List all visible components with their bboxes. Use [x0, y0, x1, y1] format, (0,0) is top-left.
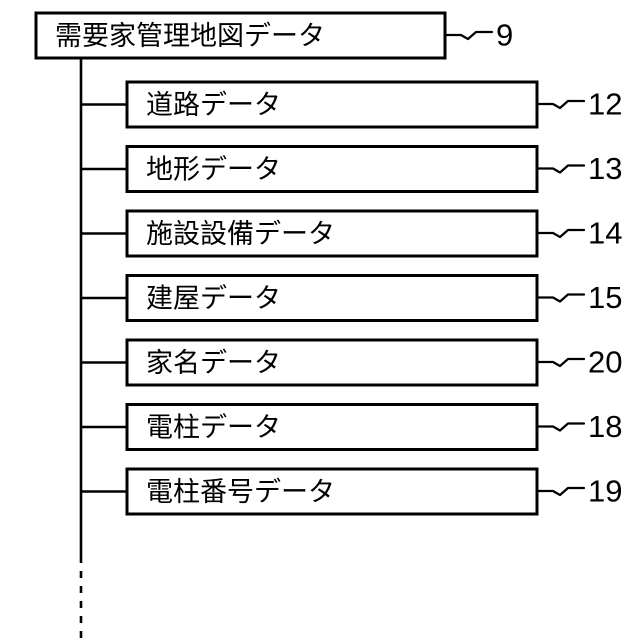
child-box-2 — [125, 145, 539, 193]
child-box-3-label: 施設設備データ — [146, 219, 335, 250]
child-ref-1: 12 — [588, 87, 622, 122]
child-box-4 — [125, 274, 539, 322]
root-leader-line — [443, 30, 494, 41]
child-box-1-label: 道路データ — [146, 90, 281, 121]
child-leader-3 — [535, 228, 586, 239]
child-leader-4 — [535, 293, 586, 303]
root-box-label: 需要家管理地図データ — [55, 21, 325, 52]
child-node-1: 道路データ 12 — [81, 80, 622, 129]
child-leader-6 — [535, 422, 586, 432]
child-node-6: 電柱データ 18 — [81, 403, 622, 451]
child-box-4-label: 建屋データ — [146, 284, 281, 315]
child-node-3: 施設設備データ 14 — [81, 209, 622, 258]
child-node-2: 地形データ 13 — [81, 145, 622, 193]
child-node-4: 建屋データ 15 — [81, 274, 622, 322]
child-box-5 — [125, 338, 539, 387]
child-node-5: 家名データ 20 — [81, 338, 622, 387]
child-ref-4: 15 — [588, 280, 622, 315]
child-node-7: 電柱番号データ 19 — [81, 467, 622, 516]
child-box-6-label: 電柱データ — [146, 413, 281, 444]
child-ref-3: 14 — [588, 216, 622, 251]
child-leader-2 — [535, 164, 586, 174]
child-box-7-label: 電柱番号データ — [146, 477, 335, 508]
child-box-7 — [125, 467, 539, 516]
child-ref-7: 19 — [588, 474, 622, 509]
root-leader: 9 — [443, 18, 513, 53]
child-leader-5 — [535, 357, 586, 368]
child-ref-2: 13 — [588, 151, 622, 186]
root-box — [34, 11, 447, 60]
child-leader-1 — [535, 99, 586, 110]
child-leader-7 — [535, 486, 586, 497]
child-box-3 — [125, 209, 539, 258]
child-ref-5: 20 — [588, 345, 622, 380]
child-box-5-label: 家名データ — [146, 348, 281, 379]
child-box-2-label: 地形データ — [146, 155, 281, 186]
root-node: 需要家管理地図データ — [34, 11, 447, 60]
child-ref-6: 18 — [588, 409, 622, 444]
root-ref-number: 9 — [496, 18, 513, 53]
